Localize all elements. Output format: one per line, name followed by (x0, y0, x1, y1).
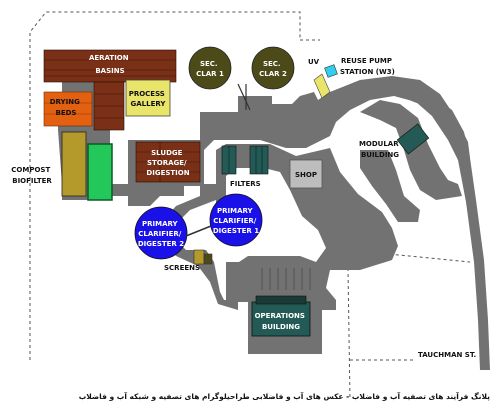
sec-clarifier-1-label: SEC. CLAR 1 (196, 60, 224, 78)
loop-road (360, 150, 420, 222)
sec-clarifier-2-label: SEC. CLAR 2 (259, 60, 287, 78)
sec-clarifier-1[interactable]: SEC. CLAR 1 (188, 46, 232, 90)
drying-beds-label: DRYING BEDS (50, 98, 83, 117)
compost-biofilter-label: COMPOST BIOFILTER (11, 166, 52, 185)
drying-beds[interactable]: DRYING BEDS (43, 91, 93, 127)
screens-label: SCREENS (164, 264, 200, 272)
clarifier-connector (185, 225, 212, 237)
clarifier-pipes (237, 83, 251, 111)
process-gallery-label: PROCESS GALLERY (129, 90, 168, 108)
sec-clarifier-2[interactable]: SEC. CLAR 2 (251, 46, 295, 90)
shop[interactable]: SHOP (289, 159, 323, 189)
modular-building-label: MODULAR BUILDING (359, 140, 401, 159)
screens[interactable]: SCREENS (164, 249, 213, 272)
operations-pad (226, 262, 322, 302)
main-road (58, 70, 470, 310)
process-gallery[interactable]: PROCESS GALLERY (125, 79, 171, 117)
modular-building[interactable] (396, 123, 430, 155)
tauchman-street-label: TAUCHMAN ST. (418, 351, 476, 359)
aeration-basins-label: AERATION BASINS (89, 54, 131, 75)
operations-building[interactable]: OPERATIONS BUILDING (251, 295, 311, 337)
parking-stripes (261, 268, 311, 290)
compost-biofilter[interactable] (61, 131, 113, 201)
reuse-pump-station-label: REUSE PUMP STATION (W3) (340, 57, 395, 76)
aeration-basins[interactable]: AERATION BASINS (43, 49, 177, 83)
primary-clarifier-2[interactable]: PRIMARY CLARIFIER/ DIGESTER 2 (134, 206, 188, 260)
filters[interactable]: FILTERS (221, 145, 269, 188)
basin-block (93, 81, 125, 131)
primary-clarifier-2-label: PRIMARY CLARIFIER/ DIGESTER 2 (138, 220, 184, 248)
primary-clarifier-1-label: PRIMARY CLARIFIER/ DIGESTER 1 (213, 207, 259, 235)
map-caption: پلانگ فرآیند های تصفیه آب و فاضلاب - عکس… (78, 392, 490, 401)
uv-structure[interactable]: UV (308, 58, 338, 99)
uv-label: UV (308, 58, 320, 66)
shop-label: SHOP (295, 171, 317, 179)
east-road (400, 92, 490, 370)
filters-label: FILTERS (230, 180, 261, 188)
primary-clarifier-1[interactable]: PRIMARY CLARIFIER/ DIGESTER 1 (209, 193, 263, 247)
sludge-storage[interactable]: SLUDGE STORAGE/ DIGESTION (135, 141, 201, 183)
sludge-storage-label: SLUDGE STORAGE/ DIGESTION (146, 149, 189, 177)
operations-building-label: OPERATIONS BUILDING (255, 312, 308, 331)
